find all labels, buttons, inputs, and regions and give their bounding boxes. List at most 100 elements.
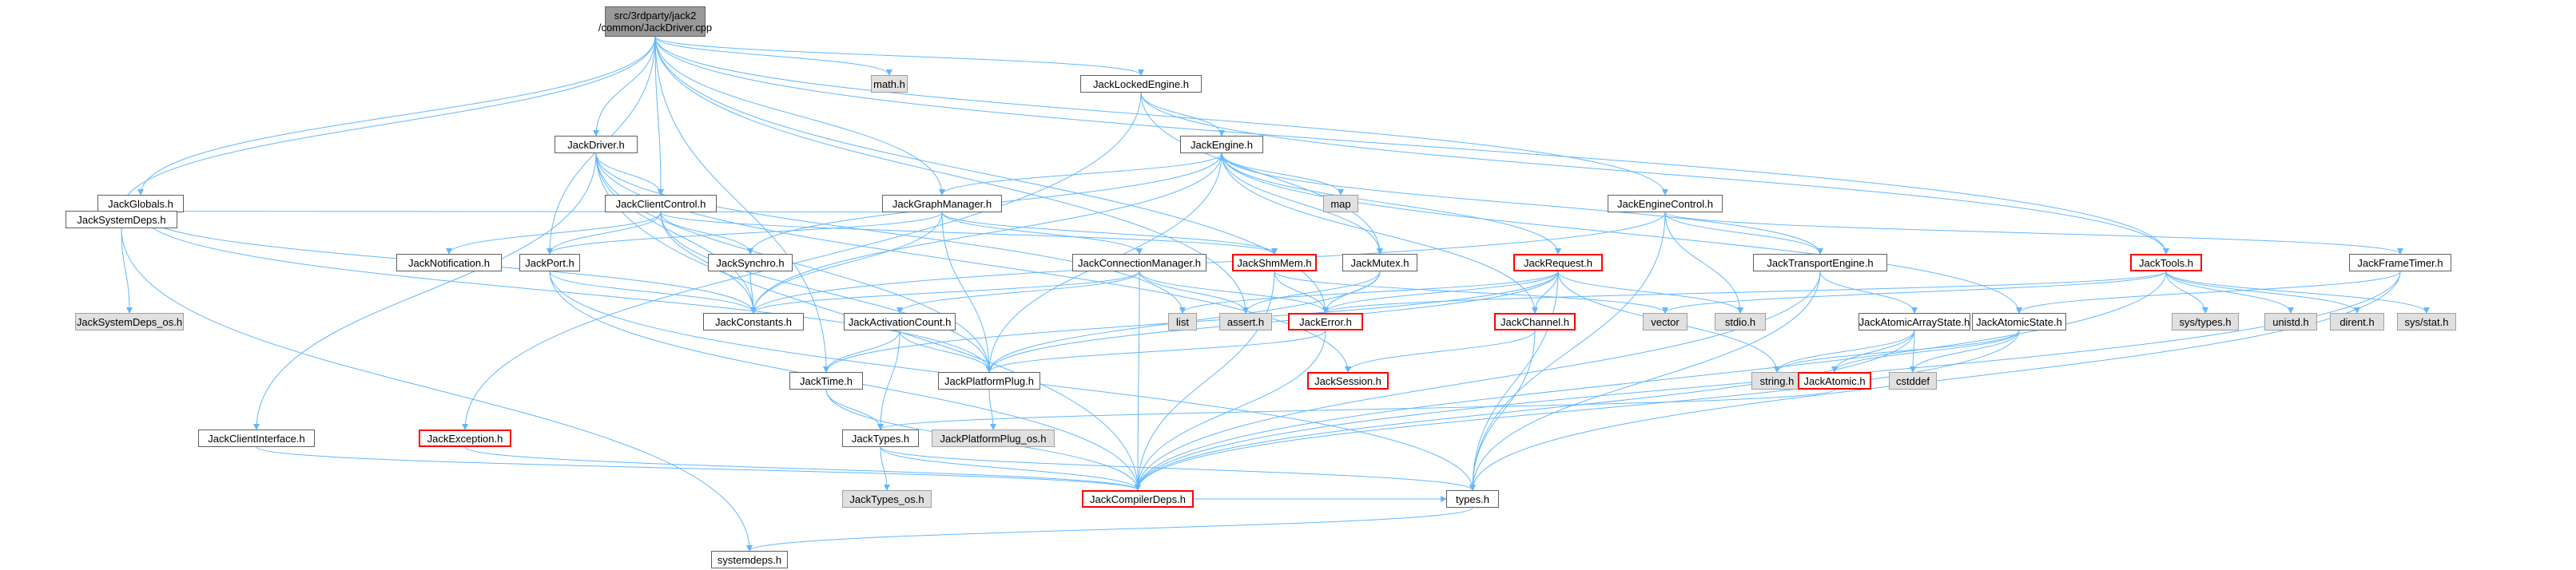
edge-engine-to-map (1221, 152, 1344, 196)
node-label: systemdeps.h (717, 553, 782, 566)
node-tools[interactable]: JackTools.h (2130, 254, 2202, 271)
node-graphmanager[interactable]: JackGraphManager.h (882, 195, 1002, 212)
node-string: string.h (1751, 372, 1803, 390)
node-label: JackCompilerDeps.h (1090, 493, 1186, 505)
node-exception[interactable]: JackException.h (419, 429, 511, 447)
edge-tools-to-compilerdeps (1135, 271, 2167, 491)
node-session[interactable]: JackSession.h (1307, 372, 1389, 390)
edge-graphmanager-to-shmmem (941, 212, 1278, 255)
node-label: JackDriver.h (567, 138, 625, 151)
node-port[interactable]: JackPort.h (519, 254, 580, 271)
edge-root-to-graphmanager (654, 36, 945, 196)
node-label: JackEngineControl.h (1617, 197, 1713, 210)
node-typesh[interactable]: types.h (1446, 490, 1499, 508)
node-math: math.h (871, 75, 908, 93)
node-systemdepsh[interactable]: systemdeps.h (711, 551, 788, 568)
edge-driverh-to-platformplug (595, 152, 992, 373)
node-label: JackNotification.h (408, 256, 490, 269)
edge-lockedengine-to-engine (1140, 92, 1225, 137)
node-types[interactable]: JackTypes.h (842, 429, 919, 447)
node-label: types.h (1456, 493, 1489, 505)
edge-engine-to-request (1221, 152, 1561, 255)
node-error[interactable]: JackError.h (1288, 313, 1363, 331)
edge-request-to-error (1322, 271, 1559, 314)
edge-engine-to-mutex (1221, 152, 1383, 255)
node-label: JackTypes_os.h (849, 493, 924, 505)
node-channel[interactable]: JackChannel.h (1494, 313, 1576, 331)
node-list: list (1168, 313, 1197, 331)
edge-tools-to-vector (1662, 271, 2167, 314)
node-types_os: JackTypes_os.h (842, 490, 932, 508)
node-mutex[interactable]: JackMutex.h (1342, 254, 1417, 271)
edge-time-to-types (825, 389, 884, 430)
edge-tools-to-dirent (2165, 271, 2360, 314)
edge-engine-to-constants (750, 152, 1222, 314)
node-label: sys/stat.h (2404, 315, 2449, 328)
node-synchro[interactable]: JackSynchro.h (708, 254, 793, 271)
edge-request-to-stdio (1557, 271, 1743, 314)
edge-atomicstate-to-cstddef (1910, 330, 2020, 373)
edge-root-to-driverh (593, 36, 656, 137)
node-label: math.h (873, 77, 905, 90)
edge-frametimer-to-atomicstate (2016, 271, 2401, 314)
edge-lockedengine-to-exception (462, 92, 1142, 430)
node-notification[interactable]: JackNotification.h (396, 254, 502, 271)
edge-shmmem-to-error (1274, 271, 1329, 314)
edge-channel-to-session (1345, 330, 1536, 373)
node-label: JackSystemDeps_os.h (76, 315, 183, 328)
node-platformplug[interactable]: JackPlatformPlug.h (938, 372, 1040, 390)
edge-atomicstate-to-atomic (1831, 330, 2020, 373)
edge-engine-to-atomicstate (1221, 152, 2022, 314)
edge-root-to-clientcontrol (654, 36, 664, 196)
edge-request-to-channel (1532, 271, 1559, 314)
node-label: sys/types.h (2179, 315, 2232, 328)
node-label: JackGraphManager.h (892, 197, 992, 210)
edge-error-to-platformplug (986, 330, 1326, 373)
node-clientinterface[interactable]: JackClientInterface.h (198, 429, 315, 447)
node-label: JackRequest.h (1524, 256, 1592, 269)
node-transport[interactable]: JackTransportEngine.h (1753, 254, 1887, 271)
node-connmanager[interactable]: JackConnectionManager.h (1072, 254, 1207, 271)
node-activation[interactable]: JackActivationCount.h (844, 313, 956, 331)
edge-driverh-to-list (595, 152, 1186, 314)
node-label: stdio.h (1724, 315, 1756, 328)
node-shmmem[interactable]: JackShmMem.h (1232, 254, 1317, 271)
edge-enginecontrol-to-transport (1664, 212, 1823, 255)
node-constants[interactable]: JackConstants.h (703, 313, 804, 331)
node-systemdeps[interactable]: JackSystemDeps.h (66, 211, 177, 228)
edge-root-to-enginecontrol (654, 36, 1668, 196)
node-label: JackActivationCount.h (848, 315, 952, 328)
node-enginecontrol[interactable]: JackEngineControl.h (1608, 195, 1723, 212)
node-atomicarray[interactable]: JackAtomicArrayState.h (1858, 313, 1970, 331)
node-root[interactable]: src/3rdparty/jack2 /common/JackDriver.cp… (598, 6, 712, 37)
edge-connmanager-to-error (1139, 271, 1329, 314)
node-label: JackTools.h (2139, 256, 2193, 269)
edge-connmanager-to-activation (896, 271, 1140, 314)
edge-transport-to-typesh (1469, 271, 1821, 491)
node-compilerdeps[interactable]: JackCompilerDeps.h (1082, 490, 1194, 508)
edge-enginecontrol-to-typesh (1469, 212, 1666, 491)
node-dirent: dirent.h (2330, 313, 2384, 331)
node-driverh[interactable]: JackDriver.h (555, 136, 638, 153)
node-atomicstate[interactable]: JackAtomicState.h (1972, 313, 2066, 331)
edge-types-to-typesh (880, 446, 1476, 491)
node-label: JackTypes.h (851, 432, 910, 445)
node-systypes: sys/types.h (2172, 313, 2239, 331)
edge-clientcontrol-to-shmmem (660, 212, 1278, 255)
node-frametimer[interactable]: JackFrameTimer.h (2349, 254, 2451, 271)
edge-engine-to-graphmanager (939, 152, 1222, 196)
edge-root-to-assert (654, 36, 1249, 314)
edge-types-to-compilerdeps (880, 446, 1141, 491)
edge-enginecontrol-to-stdio (1664, 212, 1743, 314)
node-lockedengine[interactable]: JackLockedEngine.h (1080, 75, 1202, 93)
node-engine[interactable]: JackEngine.h (1180, 136, 1263, 153)
node-label: JackEngine.h (1190, 138, 1254, 151)
node-atomic[interactable]: JackAtomic.h (1798, 372, 1871, 390)
node-request[interactable]: JackRequest.h (1513, 254, 1603, 271)
node-assert: assert.h (1219, 313, 1272, 331)
node-time[interactable]: JackTime.h (789, 372, 863, 390)
edge-typesh-to-systemdepsh (746, 507, 1473, 552)
node-clientcontrol[interactable]: JackClientControl.h (605, 195, 717, 212)
node-globals[interactable]: JackGlobals.h (97, 195, 184, 212)
